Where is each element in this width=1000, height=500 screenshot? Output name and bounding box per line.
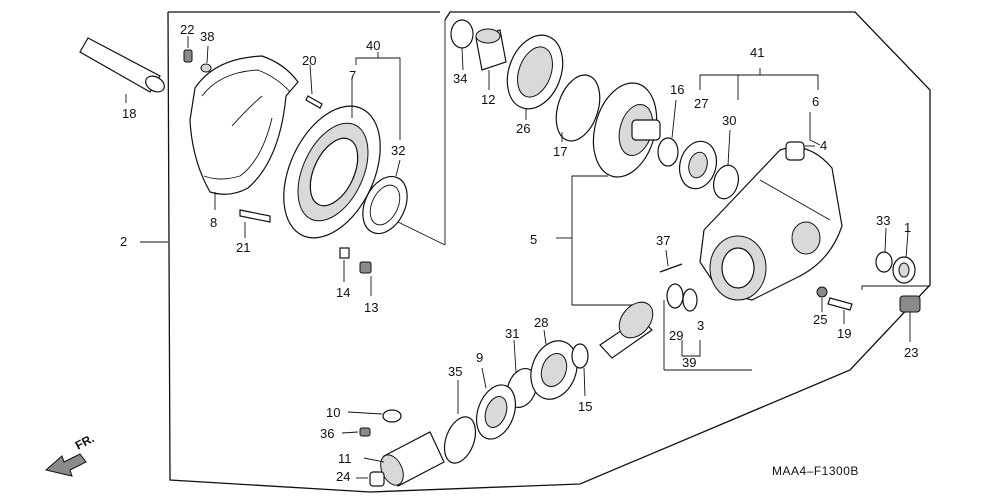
callout-22: 22 [180, 22, 194, 37]
assembly-boundary [167, 11, 931, 493]
callout-41: 41 [750, 45, 764, 60]
part-34-ring [450, 19, 474, 71]
part-17-ring [555, 74, 601, 142]
part-5-pinion [599, 301, 654, 359]
callout-35: 35 [448, 364, 462, 379]
callout-18: 18 [122, 106, 136, 121]
part-16-ring [657, 99, 679, 167]
callout-15: 15 [578, 399, 592, 414]
callout-30: 30 [722, 113, 736, 128]
part-28-bearing [530, 329, 578, 400]
part-32-seal [362, 159, 408, 235]
part-6-gear-case [699, 146, 843, 301]
part-8-housing [189, 55, 299, 210]
part-37-stud [659, 249, 683, 273]
callout-33: 33 [876, 213, 890, 228]
front-direction-label: FR. [73, 431, 97, 452]
part-20-bolt [305, 64, 323, 109]
part-35-ring [443, 380, 477, 464]
callout-19: 19 [837, 326, 851, 341]
callout-1: 1 [904, 220, 911, 235]
part-38-washer [200, 45, 212, 73]
callout-29: 29 [669, 328, 683, 343]
part-15-ring [571, 343, 589, 397]
part-14-nut [339, 247, 350, 282]
part-30-ring [713, 129, 739, 200]
callout-23: 23 [904, 345, 918, 360]
callout-38: 38 [200, 29, 214, 44]
callout-labels: 1234567891011121314151617181920212223242… [120, 22, 918, 484]
front-direction-arrow-icon [44, 453, 87, 477]
callout-31: 31 [505, 326, 519, 341]
part-19-bolt [827, 297, 853, 324]
callout-13: 13 [364, 300, 378, 315]
part-7-panel [283, 80, 381, 239]
part-21-bolt [239, 209, 271, 238]
callout-40: 40 [366, 38, 380, 53]
callout-16: 16 [670, 82, 684, 97]
part-13-nut [359, 261, 372, 296]
part-18-tube [79, 37, 165, 103]
part-36-screw [341, 427, 371, 437]
callout-24: 24 [336, 469, 350, 484]
part-10-clip [347, 409, 402, 423]
part-9-gear [475, 367, 517, 440]
part-24-nut [356, 471, 385, 487]
callout-28: 28 [534, 315, 548, 330]
part-26-bearing [506, 34, 564, 120]
part-27-bearing [678, 140, 718, 190]
callout-11: 11 [338, 451, 352, 466]
part-25-washer [816, 286, 828, 312]
callout-8: 8 [210, 215, 217, 230]
part-33-washer [875, 227, 893, 273]
callout-3: 3 [697, 318, 704, 333]
callout-36: 36 [320, 426, 334, 441]
part-23-nut [899, 295, 921, 342]
part-11-sleeve [363, 431, 445, 487]
callout-39: 39 [682, 355, 696, 370]
part-29-shim [666, 283, 684, 309]
callout-21: 21 [236, 240, 250, 255]
callout-34: 34 [453, 71, 467, 86]
callout-6: 6 [812, 94, 819, 109]
callout-7: 7 [349, 68, 356, 83]
callout-25: 25 [813, 312, 827, 327]
part-12-collar [475, 28, 507, 90]
callout-10: 10 [326, 405, 340, 420]
part-1-bearing [892, 231, 916, 284]
callout-26: 26 [516, 121, 530, 136]
callout-9: 9 [476, 350, 483, 365]
callout-27: 27 [694, 96, 708, 111]
callout-17: 17 [553, 144, 567, 159]
callout-14: 14 [336, 285, 350, 300]
group-brackets [140, 52, 930, 371]
part-4-cap [785, 141, 815, 161]
part-3-ring [682, 288, 698, 312]
part-5-ring-gear [592, 82, 661, 178]
callout-20: 20 [302, 53, 316, 68]
callout-2: 2 [120, 234, 127, 249]
part-22-bolt [183, 36, 193, 63]
callout-12: 12 [481, 92, 495, 107]
callout-32: 32 [391, 143, 405, 158]
callout-5: 5 [530, 232, 537, 247]
callout-37: 37 [656, 233, 670, 248]
callout-4: 4 [820, 138, 827, 153]
diagram-code: MAA4–F1300B [772, 464, 859, 478]
